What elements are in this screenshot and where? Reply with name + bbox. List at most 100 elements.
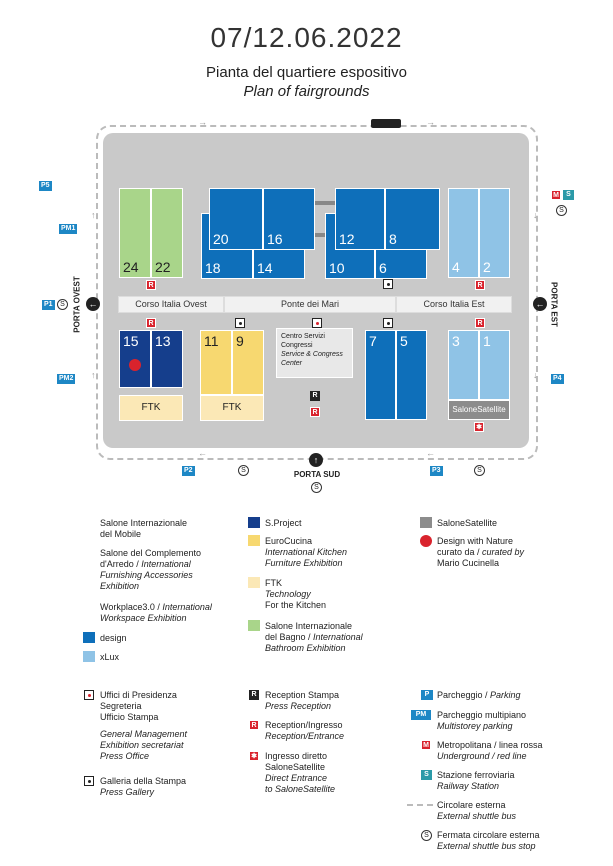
press-reception-icon: R bbox=[310, 391, 320, 401]
hall-20[interactable]: 20 bbox=[209, 188, 263, 250]
ftk-area-2[interactable]: FTK bbox=[200, 395, 264, 421]
legend-sproject: S.Project bbox=[265, 518, 302, 528]
legend-swatch-sproject bbox=[248, 517, 260, 528]
fairground-site: 24 22 R 18 14 20 16 10 6 12 8 4 2 R 15 1… bbox=[103, 133, 529, 448]
shuttle-stop-icon: S bbox=[238, 465, 249, 476]
hall-22[interactable]: 22 bbox=[151, 188, 183, 278]
shuttle-bus-icon bbox=[371, 119, 401, 128]
salonesatellite-area[interactable]: SaloneSatellite bbox=[448, 400, 510, 420]
parking-p4-badge: P4 bbox=[551, 374, 564, 384]
legend-complemento: Salone del Complemento d'Arredo / Intern… bbox=[100, 548, 202, 591]
legend-xlux: xLux bbox=[100, 652, 120, 662]
design-with-nature-marker[interactable] bbox=[129, 359, 141, 371]
hall-connector bbox=[315, 201, 335, 205]
hall-8[interactable]: 8 bbox=[385, 188, 440, 250]
parking-p2-badge: P2 bbox=[182, 466, 195, 476]
shuttle-stop-icon: S bbox=[556, 205, 567, 216]
loop-arrow-icon: ← bbox=[198, 448, 207, 458]
legend-swatch-bagno bbox=[248, 620, 260, 631]
date-title: 07/12.06.2022 bbox=[210, 22, 403, 53]
legend-press-reception-icon: R bbox=[249, 690, 259, 700]
railway-icon: S bbox=[563, 190, 574, 200]
hall-12[interactable]: 12 bbox=[335, 188, 385, 250]
hall-1[interactable]: 1 bbox=[479, 330, 510, 400]
hall-15[interactable]: 15 bbox=[119, 330, 151, 388]
legend-design: design bbox=[100, 633, 127, 643]
legend-nature-dot bbox=[420, 535, 432, 547]
press-gallery-icon bbox=[235, 318, 245, 328]
service-congress-center[interactable]: Centro Servizi Congressi Service & Congr… bbox=[276, 328, 353, 378]
loop-arrow-icon: → bbox=[198, 117, 207, 127]
reception-icon: R bbox=[475, 280, 485, 290]
legend-metro-icon: M bbox=[421, 740, 431, 750]
street-ponte-dei-mari: Ponte dei Mari bbox=[224, 296, 396, 313]
legend-nature: Design with Nature curato da / curated b… bbox=[437, 536, 525, 568]
parking-p1-badge: P1 bbox=[42, 300, 55, 310]
legend-reception-icon: R bbox=[249, 720, 259, 730]
shuttle-stop-icon: S bbox=[311, 482, 322, 493]
hall-5[interactable]: 5 bbox=[396, 330, 427, 420]
map-title: Pianta del quartiere espositivo bbox=[206, 64, 407, 81]
press-gallery-icon bbox=[383, 318, 393, 328]
legend-swatch-design bbox=[83, 632, 95, 643]
loop-arrow-icon: → bbox=[426, 117, 435, 127]
hall-7[interactable]: 7 bbox=[365, 330, 396, 420]
legend-swatch-xlux bbox=[83, 651, 95, 662]
legend-railway-icon: S bbox=[421, 770, 432, 780]
shuttle-stop-icon: S bbox=[474, 465, 485, 476]
legend-satellite-entrance-icon: ✱ bbox=[249, 751, 259, 761]
hall-3[interactable]: 3 bbox=[448, 330, 479, 400]
legend-shuttle-stop-icon: S bbox=[421, 830, 432, 841]
map-subtitle: Plan of fairgrounds bbox=[243, 83, 370, 100]
metro-icon: M bbox=[551, 190, 561, 200]
legend-shuttle-line-icon bbox=[407, 804, 433, 806]
parking-pm2-badge: PM2 bbox=[57, 374, 76, 384]
hall-2[interactable]: 2 bbox=[479, 188, 510, 278]
porta-est-label: PORTA EST bbox=[549, 282, 559, 327]
loop-arrow-icon: ← bbox=[426, 448, 435, 458]
street-corso-italia-ovest: Corso Italia Ovest bbox=[118, 296, 224, 313]
legend-bagno: Salone Internazionale del Bagno / Intern… bbox=[265, 621, 363, 653]
reception-icon: R bbox=[146, 318, 156, 328]
hall-11[interactable]: 11 bbox=[200, 330, 232, 395]
porta-sud-gate-icon[interactable]: ↑ bbox=[309, 453, 323, 467]
legend-gallery-icon bbox=[84, 776, 94, 786]
legend-swatch-ftk bbox=[248, 577, 260, 588]
hall-4[interactable]: 4 bbox=[448, 188, 479, 278]
parking-pm1-badge: PM1 bbox=[59, 224, 78, 234]
legend-workplace: Workplace3.0 / International Workspace E… bbox=[100, 602, 212, 623]
shuttle-stop-icon: S bbox=[57, 299, 68, 310]
parking-p5-badge: P5 bbox=[39, 181, 52, 191]
reception-icon: R bbox=[146, 280, 156, 290]
porta-est-gate-icon[interactable]: ← bbox=[533, 297, 547, 311]
street-corso-italia-est: Corso Italia Est bbox=[396, 296, 512, 313]
porta-ovest-label: PORTA OVEST bbox=[72, 276, 82, 333]
loop-arrow-icon: ↓ bbox=[533, 210, 538, 220]
satellite-entrance-icon: ✱ bbox=[474, 422, 484, 432]
legend-parking-icon: P bbox=[421, 690, 433, 700]
hall-9[interactable]: 9 bbox=[232, 330, 264, 395]
hall-13[interactable]: 13 bbox=[151, 330, 183, 388]
legend-offices-icon bbox=[84, 690, 94, 700]
porta-ovest-gate-icon[interactable]: ← bbox=[86, 297, 100, 311]
loop-arrow-icon: ↑ bbox=[91, 370, 96, 380]
legend-swatch-eurocucina bbox=[248, 535, 260, 546]
legend-multistorey-icon: PM bbox=[411, 710, 431, 720]
hall-16[interactable]: 16 bbox=[263, 188, 315, 250]
press-gallery-icon bbox=[383, 279, 393, 289]
hall-24[interactable]: 24 bbox=[119, 188, 151, 278]
ftk-area-1[interactable]: FTK bbox=[119, 395, 183, 421]
loop-arrow-icon: ↓ bbox=[533, 370, 538, 380]
